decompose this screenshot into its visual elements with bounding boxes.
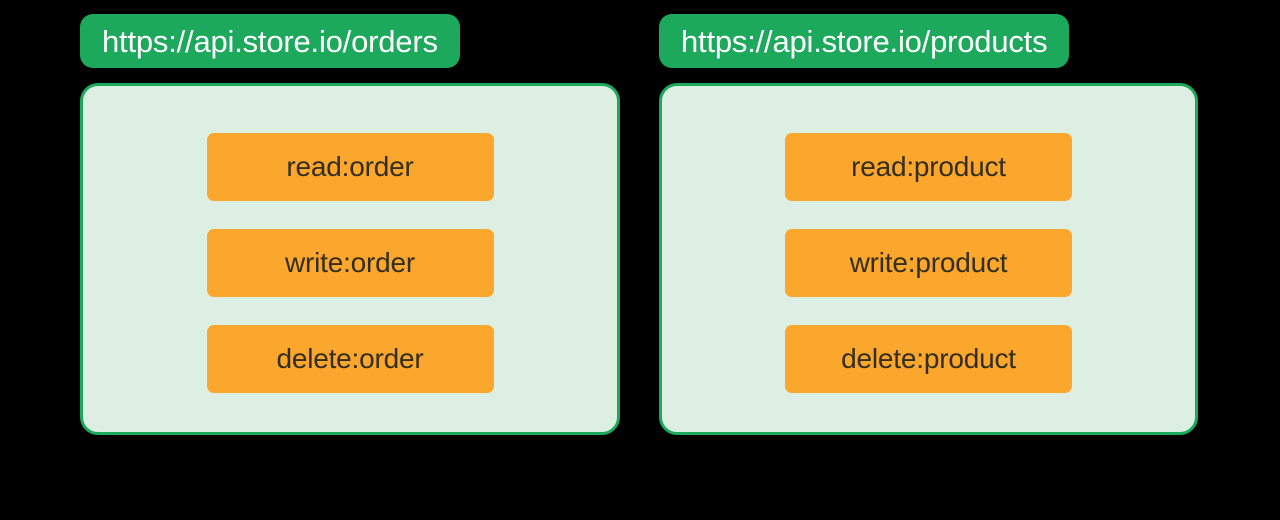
scope-panel-products: read:product write:product delete:produc… bbox=[659, 83, 1198, 435]
api-resource-group-products: https://api.store.io/products read:produ… bbox=[659, 14, 1198, 435]
endpoint-pill-orders[interactable]: https://api.store.io/orders bbox=[80, 14, 460, 68]
scope-chip-delete-order[interactable]: delete:order bbox=[206, 325, 494, 393]
api-resource-group-orders: https://api.store.io/orders read:order w… bbox=[80, 14, 620, 435]
scope-panel-orders: read:order write:order delete:order bbox=[80, 83, 620, 435]
scope-chip-write-product[interactable]: write:product bbox=[785, 229, 1072, 297]
scope-chip-write-order[interactable]: write:order bbox=[206, 229, 494, 297]
scope-chip-read-order[interactable]: read:order bbox=[206, 133, 494, 201]
scope-chip-read-product[interactable]: read:product bbox=[785, 133, 1072, 201]
scope-chip-delete-product[interactable]: delete:product bbox=[785, 325, 1072, 393]
endpoint-pill-products[interactable]: https://api.store.io/products bbox=[659, 14, 1070, 68]
